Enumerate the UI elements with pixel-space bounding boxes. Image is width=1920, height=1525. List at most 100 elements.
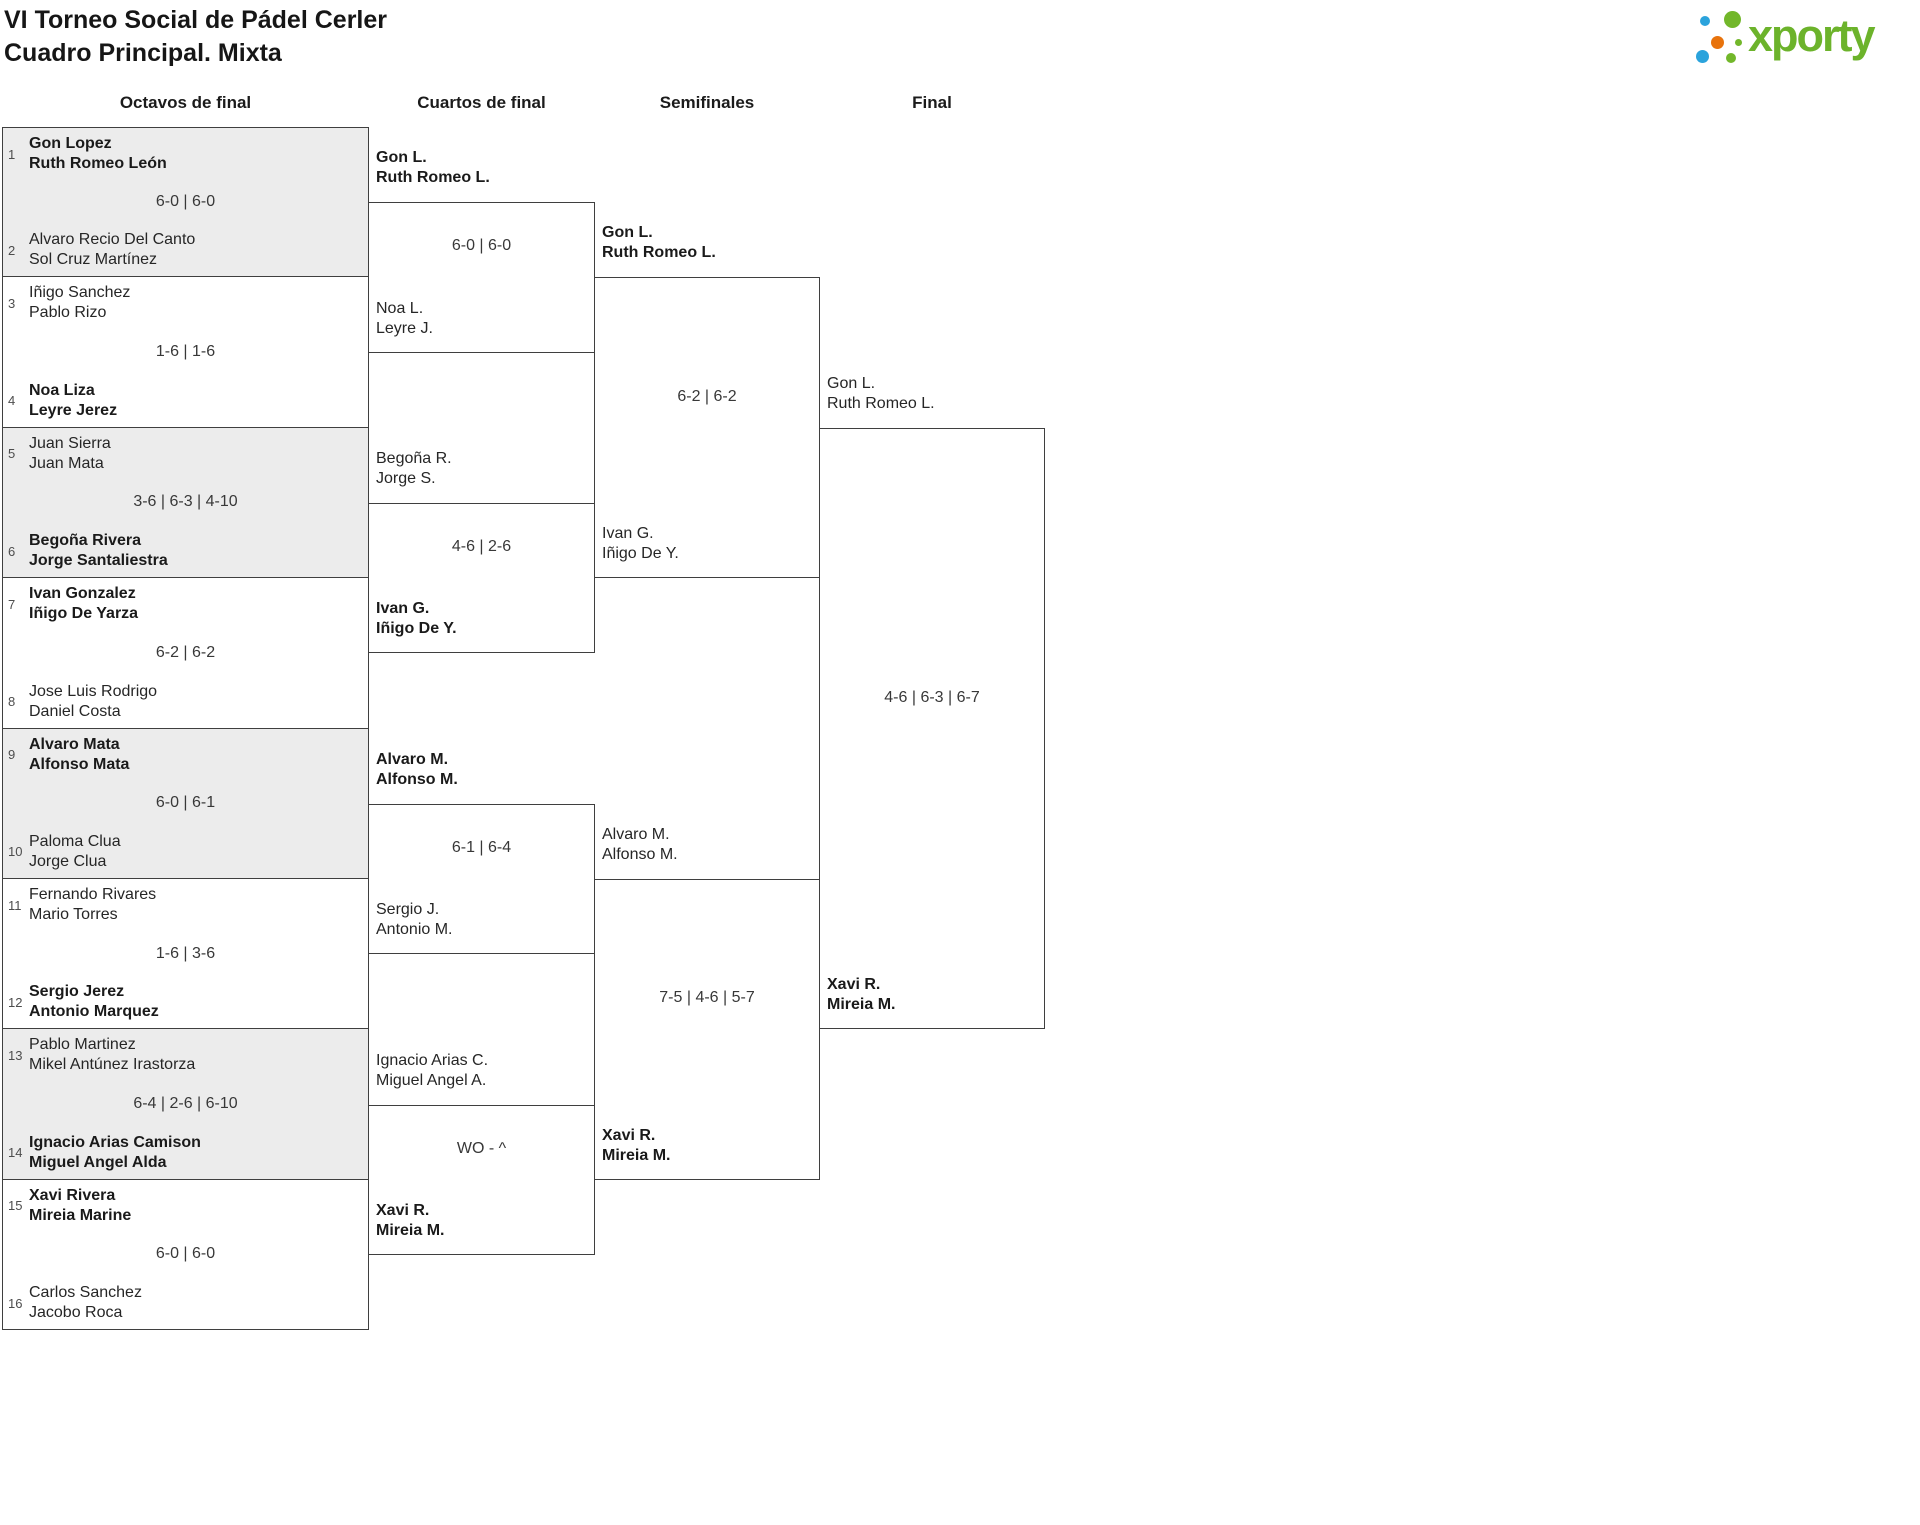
player-name: Ruth Romeo L. [376,169,490,187]
team-top: 5 Juan Sierra Juan Mata [8,434,111,474]
team-bottom: 8 Jose Luis Rodrigo Daniel Costa [8,682,157,722]
player-name: Gon L. [602,224,653,242]
match-score: 6-1 | 6-4 [451,838,512,856]
player-name: Xavi R. [827,976,881,994]
quarterfinal-match-box: 4-6 | 2-6 [368,503,595,654]
advancing-team-label: Xavi R. Mireia M. [602,1126,670,1166]
player-name: Ivan G. [376,600,430,618]
player-name: Iñigo De Y. [376,620,457,638]
player-name: Alvaro M. [602,826,670,843]
r16-match: 3 Iñigo Sanchez Pablo Rizo 1-6 | 1-6 4 N… [2,277,369,428]
team-top: 11 Fernando Rivares Mario Torres [8,885,156,925]
team-names: Carlos Sanchez Jacobo Roca [29,1283,142,1323]
advancing-team-label: Xavi R. Mireia M. [376,1201,444,1241]
round-header-octavos: Octavos de final [119,93,252,112]
seed-number: 7 [8,596,16,612]
team-names: Juan Sierra Juan Mata [29,434,111,474]
page-title-block: VI Torneo Social de Pádel Cerler Cuadro … [4,4,387,70]
r16-match: 13 Pablo Martinez Mikel Antúnez Irastorz… [2,1029,369,1180]
match-score: 4-6 | 6-3 | 6-7 [884,688,980,706]
match-score: 6-2 | 6-2 [155,643,216,661]
player-name: Mario Torres [29,906,118,923]
r16-match: 5 Juan Sierra Juan Mata 3-6 | 6-3 | 4-10… [2,427,369,579]
page-title: VI Torneo Social de Pádel Cerler [4,6,387,34]
match-score: 4-6 | 2-6 [451,538,512,556]
player-name: Mireia Marine [29,1206,132,1224]
player-name: Alvaro Mata [29,735,120,753]
team-names: Paloma Clua Jorge Clua [29,832,121,872]
player-name: Leyre Jerez [29,401,118,419]
player-name: Mireia M. [376,1222,445,1239]
player-name: Mireia M. [827,996,896,1014]
advancing-team-label: Gon L. Ruth Romeo L. [376,148,490,188]
player-name: Noa Liza [29,381,95,399]
team-names: Ignacio Arias Camison Miguel Angel Alda [29,1133,201,1173]
match-score: 7-5 | 4-6 | 5-7 [659,989,755,1007]
seed-number: 12 [8,994,23,1010]
player-name: Iñigo De Y. [602,545,679,563]
player-name: Sol Cruz Martínez [29,251,158,269]
player-name: Miguel Angel A. [376,1071,487,1089]
player-name: Mikel Antúnez Irastorza [29,1056,196,1074]
player-name: Ruth Romeo L. [602,244,716,262]
player-name: Paloma Clua [29,832,121,850]
match-score: WO - ^ [456,1139,507,1157]
player-name: Begoña R. [376,450,452,467]
semifinal-match-box: 6-2 | 6-2 [594,277,820,579]
match-score: 3-6 | 6-3 | 4-10 [133,493,238,511]
r16-match: 15 Xavi Rivera Mireia Marine 6-0 | 6-0 1… [2,1179,369,1331]
r16-match: 7 Ivan Gonzalez Iñigo De Yarza 6-2 | 6-2… [2,578,369,729]
match-score: 6-0 | 6-0 [155,193,216,211]
logo-dot-icon [1735,39,1742,46]
seed-number: 13 [8,1047,23,1063]
logo-dot-icon [1724,11,1741,28]
team-bottom: 4 Noa Liza Leyre Jerez [8,381,117,421]
seed-number: 2 [8,242,16,258]
player-name: Ruth Romeo L. [827,394,935,412]
seed-number: 15 [8,1198,23,1214]
team-names: Iñigo Sanchez Pablo Rizo [29,283,130,323]
seed-number: 5 [8,446,16,462]
semifinal-match-box: 7-5 | 4-6 | 5-7 [594,879,820,1180]
player-name: Alvaro M. [376,750,449,768]
match-score: 6-0 | 6-1 [155,794,216,812]
player-name: Jorge Clua [29,852,107,870]
team-bottom: 2 Alvaro Recio Del Canto Sol Cruz Martín… [8,230,195,270]
player-name: Jorge Santaliestra [29,552,168,570]
player-name: Mireia M. [602,1146,671,1164]
round-header-semifinales: Semifinales [659,93,755,112]
advancing-team-label: Ignacio Arias C. Miguel Angel A. [376,1051,488,1091]
seed-number: 1 [8,146,16,162]
team-bottom: 6 Begoña Rivera Jorge Santaliestra [8,531,168,571]
final-match-box: 4-6 | 6-3 | 6-7 [819,427,1045,1030]
seed-number: 8 [8,694,16,710]
round-header-cuartos: Cuartos de final [417,93,546,112]
player-name: Iñigo De Yarza [29,605,139,623]
r16-match: 1 Gon Lopez Ruth Romeo León 6-0 | 6-0 2 … [2,127,369,278]
match-score: 1-6 | 3-6 [155,944,216,962]
player-name: Gon L. [827,374,876,392]
r16-match: 11 Fernando Rivares Mario Torres 1-6 | 3… [2,879,369,1030]
team-top: 7 Ivan Gonzalez Iñigo De Yarza [8,584,138,624]
seed-number: 11 [8,897,22,913]
advancing-team-label: Sergio J. Antonio M. [376,900,452,940]
player-name: Ruth Romeo León [29,155,167,172]
team-top: 15 Xavi Rivera Mireia Marine [8,1186,131,1226]
match-score: 6-0 | 6-0 [451,237,512,255]
team-top: 1 Gon Lopez Ruth Romeo León [8,134,167,174]
match-score: 6-4 | 2-6 | 6-10 [133,1095,238,1113]
player-name: Alvaro Recio Del Canto [29,231,196,249]
player-name: Ivan G. [602,525,654,543]
team-names: Alvaro Recio Del Canto Sol Cruz Martínez [29,230,195,270]
player-name: Gon L. [376,149,427,167]
team-bottom: 10 Paloma Clua Jorge Clua [8,832,121,872]
player-name: Jacobo Roca [29,1304,123,1322]
match-score: 6-0 | 6-0 [155,1245,216,1263]
player-name: Pablo Martinez [29,1036,136,1054]
page-subtitle: Cuadro Principal. Mixta [4,39,282,67]
player-name: Antonio Marquez [29,1003,159,1021]
logo-dot-icon [1696,50,1709,63]
player-name: Pablo Rizo [29,304,107,322]
team-names: Jose Luis Rodrigo Daniel Costa [29,682,157,722]
